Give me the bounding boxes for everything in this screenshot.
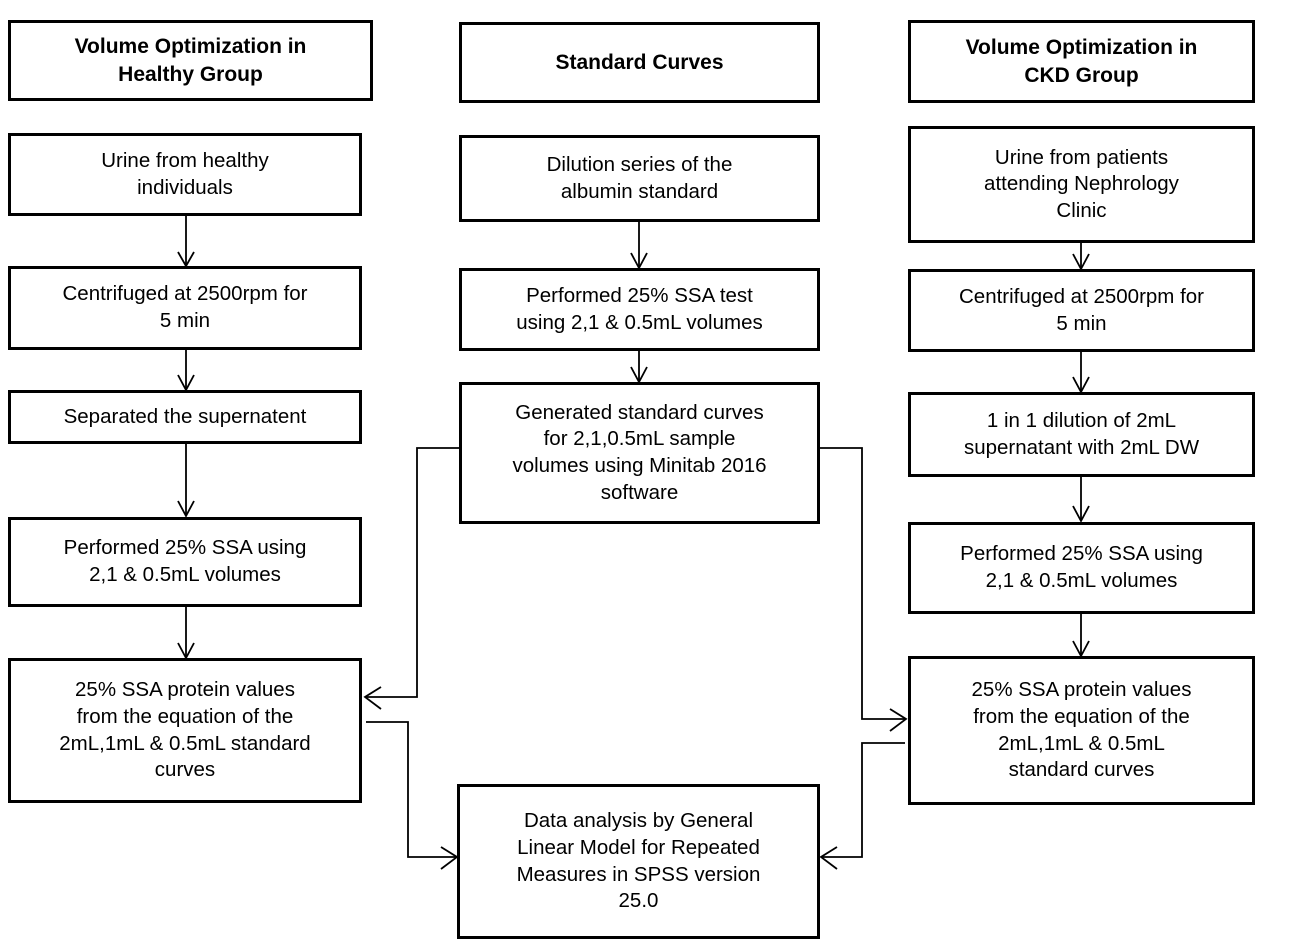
step-right-urine-patients: Urine from patients attending Nephrology… [908, 126, 1255, 243]
step-right-performed-ssa: Performed 25% SSA using 2,1 & 0.5mL volu… [908, 522, 1255, 614]
connector-curves-to-left-protein-values [363, 447, 459, 710]
connector-middle-dilution-to-ssa-test [630, 222, 648, 270]
header-volume-optimization-healthy-label: Volume Optimization in Healthy Group [74, 35, 307, 86]
connector-curves-to-right-protein-values [820, 447, 908, 732]
header-volume-optimization-ckd-label: Volume Optimization in CKD Group [965, 36, 1198, 87]
connector-right-centrifuge-to-dilution [1072, 352, 1090, 394]
step-left-urine-healthy-label: Urine from healthy individuals [101, 148, 269, 199]
connector-left-urine-to-centrifuge [177, 216, 195, 268]
connector-left-supernatent-to-ssa [177, 444, 195, 518]
connector-right-protein-values-to-spss [819, 742, 905, 870]
step-middle-performed-ssa-test-label: Performed 25% SSA test using 2,1 & 0.5mL… [516, 283, 763, 334]
step-left-separated-supernatent-label: Separated the supernatent [63, 404, 307, 428]
step-left-centrifuged: Centrifuged at 2500rpm for 5 min [8, 266, 362, 350]
header-standard-curves-label: Standard Curves [555, 50, 724, 74]
step-right-centrifuged: Centrifuged at 2500rpm for 5 min [908, 269, 1255, 352]
header-volume-optimization-healthy: Volume Optimization in Healthy Group [8, 20, 373, 101]
connector-left-protein-values-to-spss [366, 721, 459, 870]
connector-right-urine-to-centrifuge [1072, 243, 1090, 271]
header-volume-optimization-ckd: Volume Optimization in CKD Group [908, 20, 1255, 103]
step-left-protein-values: 25% SSA protein values from the equation… [8, 658, 362, 803]
step-right-protein-values-label: 25% SSA protein values from the equation… [971, 678, 1192, 782]
header-standard-curves: Standard Curves [459, 22, 820, 103]
step-middle-generated-standard-curves-label: Generated standard curves for 2,1,0.5mL … [512, 400, 767, 504]
step-right-performed-ssa-label: Performed 25% SSA using 2,1 & 0.5mL volu… [960, 542, 1203, 592]
step-middle-generated-standard-curves: Generated standard curves for 2,1,0.5mL … [459, 382, 820, 524]
connector-middle-ssa-test-to-curves [630, 351, 648, 384]
step-left-urine-healthy: Urine from healthy individuals [8, 133, 362, 216]
connector-right-dilution-to-ssa [1072, 477, 1090, 523]
step-middle-data-analysis-spss-label: Data analysis by General Linear Model fo… [516, 809, 761, 913]
connector-left-ssa-to-protein-values [177, 607, 195, 660]
step-right-protein-values: 25% SSA protein values from the equation… [908, 656, 1255, 805]
step-middle-dilution-series: Dilution series of the albumin standard [459, 135, 820, 222]
step-middle-data-analysis-spss: Data analysis by General Linear Model fo… [457, 784, 820, 939]
step-middle-dilution-series-label: Dilution series of the albumin standard [546, 152, 733, 203]
step-left-performed-ssa: Performed 25% SSA using 2,1 & 0.5mL volu… [8, 517, 362, 607]
step-left-separated-supernatent: Separated the supernatent [8, 390, 362, 444]
connector-right-ssa-to-protein-values [1072, 614, 1090, 658]
step-right-centrifuged-label: Centrifuged at 2500rpm for 5 min [959, 284, 1204, 335]
step-right-urine-patients-label: Urine from patients attending Nephrology… [984, 145, 1179, 222]
step-middle-performed-ssa-test: Performed 25% SSA test using 2,1 & 0.5mL… [459, 268, 820, 351]
step-left-protein-values-label: 25% SSA protein values from the equation… [59, 678, 311, 782]
step-right-dilution-supernatant-label: 1 in 1 dilution of 2mL supernatant with … [963, 408, 1200, 459]
connector-left-centrifuge-to-supernatent [177, 350, 195, 392]
step-left-performed-ssa-label: Performed 25% SSA using 2,1 & 0.5mL volu… [63, 536, 307, 586]
step-right-dilution-supernatant: 1 in 1 dilution of 2mL supernatant with … [908, 392, 1255, 477]
step-left-centrifuged-label: Centrifuged at 2500rpm for 5 min [62, 282, 308, 332]
